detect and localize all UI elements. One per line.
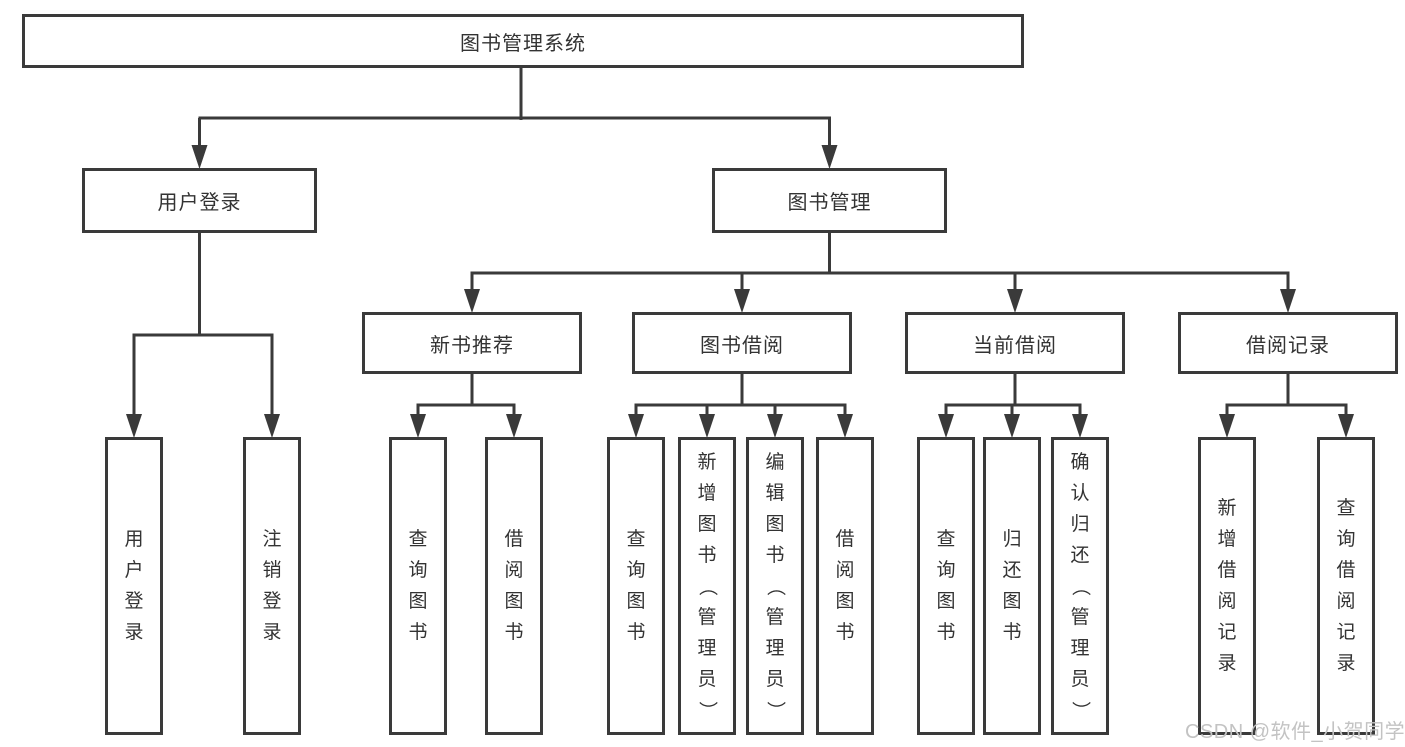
node-library-management-system: 图书管理系统 (22, 14, 1024, 68)
leaf-logout: 注销登录 (243, 437, 301, 735)
leaf-add-borrow-record: 新增借阅记录 (1198, 437, 1256, 735)
node-user-login: 用户登录 (82, 168, 317, 233)
node-new-book-recommend: 新书推荐 (362, 312, 582, 374)
leaf-borrow-book-recommend: 借阅图书 (485, 437, 543, 735)
leaf-add-book-admin: 新增图书（管理员） (678, 437, 736, 735)
node-current-borrow: 当前借阅 (905, 312, 1125, 374)
leaf-return-book: 归还图书 (983, 437, 1041, 735)
leaf-edit-book-admin: 编辑图书（管理员） (746, 437, 804, 735)
node-book-management: 图书管理 (712, 168, 947, 233)
node-book-borrow: 图书借阅 (632, 312, 852, 374)
csdn-watermark: CSDN @软件_小贺同学 (1185, 721, 1405, 743)
leaf-query-book-recommend: 查询图书 (389, 437, 447, 735)
connector-path (132, 68, 1348, 418)
leaf-confirm-return-admin: 确认归还（管理员） (1051, 437, 1109, 735)
leaf-user-login: 用户登录 (105, 437, 163, 735)
node-borrow-record: 借阅记录 (1178, 312, 1398, 374)
leaf-query-book-current: 查询图书 (917, 437, 975, 735)
arrowheads (126, 145, 1354, 438)
leaf-borrow-book: 借阅图书 (816, 437, 874, 735)
leaf-query-book-borrow: 查询图书 (607, 437, 665, 735)
leaf-query-borrow-record: 查询借阅记录 (1317, 437, 1375, 735)
